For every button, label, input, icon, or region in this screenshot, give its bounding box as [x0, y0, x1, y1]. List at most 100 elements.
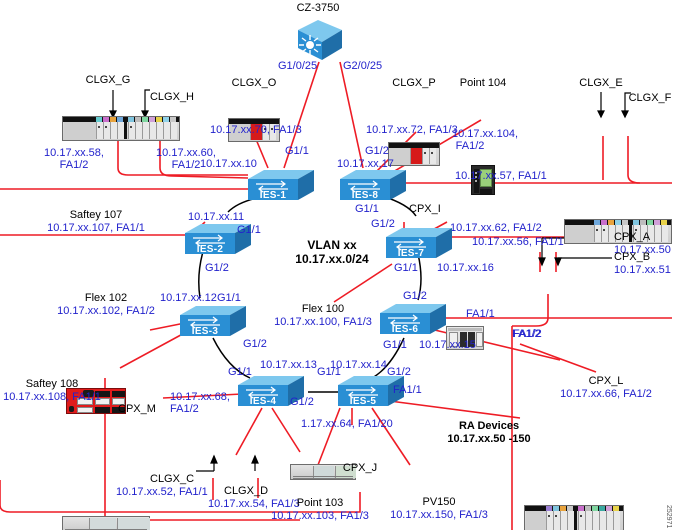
device-ies-4[interactable]: IES-4	[238, 374, 304, 408]
device-ies-3[interactable]: IES-3	[180, 304, 246, 338]
ip-ies-7: 10.17.xx.16	[437, 262, 494, 274]
device-ies-2[interactable]: IES-2	[185, 222, 251, 256]
port-cpx-ab: FA1/2	[513, 328, 542, 340]
port-ies-5-fa11: FA1/1	[393, 384, 422, 396]
addr-clgx-g: 10.17.xx.58,	[44, 147, 104, 159]
port-ies-8-g12: G1/2	[365, 145, 389, 157]
addr-point-103: 10.17.xx.103, FA1/3	[271, 510, 369, 522]
vlan-label-line1: VLAN xx	[307, 238, 357, 252]
port-ies-5-g11: G1/1	[317, 366, 341, 378]
device-cpx-ab-chassis[interactable]	[524, 505, 624, 530]
ies-5-label: IES-5	[349, 396, 377, 407]
label-point-103: Point 103	[296, 497, 344, 509]
device-ies-1[interactable]: IES-1	[248, 168, 314, 202]
ip-ies-6: 10.17.xx.15	[419, 339, 476, 351]
addr-pv150: 10.17.xx.150, FA1/3	[390, 509, 488, 521]
addr-cpx-a: 10.17.xx.50	[614, 244, 671, 256]
device-saftey-107[interactable]	[66, 388, 126, 414]
device-clgx-gh-chassis[interactable]	[62, 116, 180, 141]
addr-clgx-p: 10.17.xx.72, FA1/3	[366, 124, 458, 136]
device-cpx-i[interactable]	[446, 326, 484, 350]
label-point-104: Point 104	[459, 77, 507, 89]
device-flex-100[interactable]	[290, 464, 356, 480]
ip-ies-1: 10.17.xx.10	[200, 158, 257, 170]
label-pv150: PV150	[422, 496, 456, 508]
port-ies-2-g12: G1/2	[205, 262, 229, 274]
port-point-104: FA1/2	[455, 140, 485, 152]
device-ies-5[interactable]: IES-5	[338, 374, 404, 408]
label-clgx-d: CLGX_D	[224, 485, 269, 497]
addr-saftey-107: 10.17.xx.107, FA1/1	[47, 222, 145, 234]
port-ies-7-g12: G1/2	[371, 218, 395, 230]
addr-cpx-i: 10.17.xx.62, FA1/2	[450, 222, 542, 234]
addr-cpx-j: 1.17.xx.64, FA1/20	[301, 418, 393, 430]
addr-clgx-o: 10.17.xx.70, FA1/3	[210, 124, 302, 136]
port-ies-6-g11: G1/1	[383, 339, 407, 351]
port-ies-7-g11: G1/1	[394, 262, 418, 274]
device-ies-8[interactable]: IES-8	[340, 168, 406, 202]
label-cpx-m: CPX_M	[118, 403, 156, 415]
port-ies-1-g11: G1/1	[285, 145, 309, 157]
switch-icon	[386, 228, 452, 258]
ip-ies-2: 10.17.xx.11	[188, 211, 245, 223]
device-flex-102[interactable]	[62, 516, 150, 530]
addr-clgx-d: 10.17.xx.54, FA1/3	[208, 498, 300, 510]
port-ies-3-g11: G1/1	[217, 292, 241, 304]
device-clgx-p-chassis[interactable]	[388, 142, 440, 166]
ip-ies-5: 10.17.xx.14	[330, 359, 387, 371]
device-ies-7[interactable]: IES-7	[386, 226, 452, 260]
ies-8-label: IES-8	[351, 190, 379, 201]
label-flex-102: Flex 102	[84, 292, 128, 304]
port-ies-6-fa11: FA1/1	[466, 308, 495, 320]
addr-clgx-ef: 10.17.xx.57, FA1/1	[455, 170, 547, 182]
label-flex-100: Flex 100	[301, 303, 345, 315]
addr-cpx-b: 10.17.xx.51	[614, 264, 671, 276]
addr-cpx-m: 10.17.xx.68,	[170, 391, 230, 403]
ip-ies-3: 10.17.xx.12	[160, 292, 217, 304]
label-cpx-i: CPX_I	[409, 203, 441, 215]
port-ies-2-g11: G1/1	[237, 224, 261, 236]
label-clgx-c: CLGX_C	[150, 473, 195, 485]
label-clgx-g: CLGX_G	[85, 74, 131, 86]
addr-clgx-c: 10.17.xx.52, FA1/1	[116, 486, 208, 498]
port-cpx-m: FA1/2	[170, 403, 199, 415]
vlan-label-line2: 10.17.xx.0/24	[295, 252, 369, 266]
device-point-104[interactable]	[471, 165, 495, 195]
core-port-right-label: G2/0/25	[343, 60, 383, 72]
label-cpx-l: CPX_L	[588, 375, 624, 387]
ra-devices-line1: RA Devices	[458, 420, 520, 432]
port-ies-6-fa12: FA1/2	[512, 328, 541, 340]
device-clgx-ef-chassis[interactable]	[564, 219, 672, 244]
cisco-3750-icon	[298, 20, 342, 60]
port-clgx-g: FA1/2	[59, 159, 89, 171]
switch-icon	[180, 306, 246, 336]
switch-icon	[185, 224, 251, 254]
label-clgx-e: CLGX_E	[579, 77, 623, 89]
switch-icon	[338, 376, 404, 406]
label-clgx-p: CLGX_P	[392, 77, 436, 89]
label-cpx-a: CPX_A	[614, 231, 651, 243]
core-switch-label: CZ-3750	[296, 2, 340, 14]
port-ies-5-g12: G1/2	[387, 366, 411, 378]
device-ies-6[interactable]: IES-6	[380, 302, 446, 336]
device-cz-3750[interactable]	[292, 18, 344, 67]
device-clgx-o-chassis[interactable]	[228, 118, 280, 142]
port-ies-6-g12: G1/2	[403, 290, 427, 302]
addr-flex-100: 10.17.xx.100, FA1/3	[274, 316, 372, 328]
label-cpx-j: CPX_J	[342, 462, 378, 474]
ra-devices-line2: 10.17.xx.50 -150	[447, 433, 531, 445]
addr-saftey-108: 10.17.xx.108, FA1/1	[3, 391, 101, 403]
port-clgx-h: FA1/2	[171, 159, 201, 171]
ies-6-label: IES-6	[391, 324, 419, 335]
port-ies-8-g11: G1/1	[355, 203, 379, 215]
port-ies-4-g12: G1/2	[290, 396, 314, 408]
addr-cpx-l: 10.17.xx.66, FA1/2	[560, 388, 652, 400]
switch-icon	[238, 376, 304, 406]
label-saftey-108: Saftey 108	[25, 378, 79, 390]
port-ies-4-g11: G1/1	[228, 366, 252, 378]
ies-3-label: IES-3	[191, 326, 219, 337]
ies-7-label: IES-7	[397, 248, 425, 259]
switch-icon	[248, 170, 314, 200]
